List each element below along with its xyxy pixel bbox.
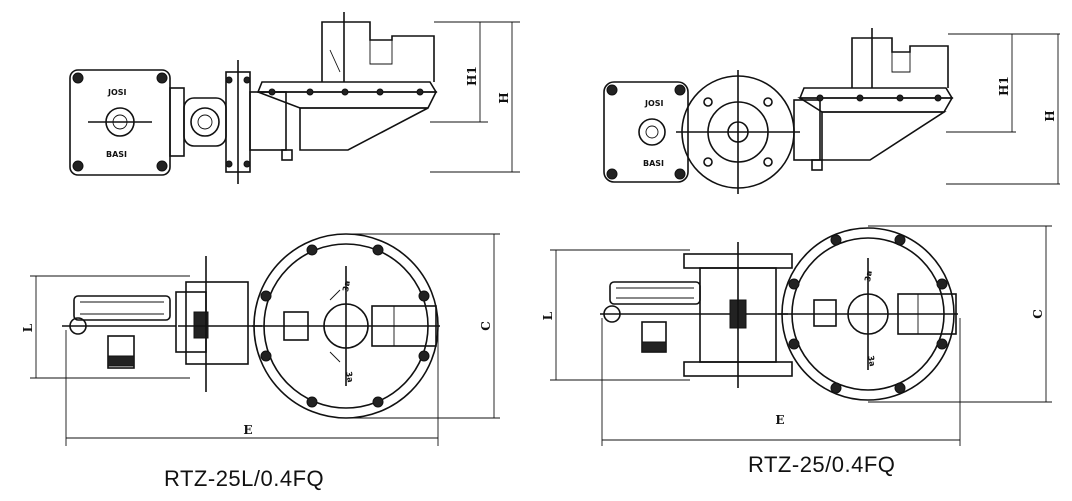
connector (169, 87, 185, 157)
disc-bolt (372, 396, 384, 408)
dial-center (645, 125, 659, 139)
disc-bolt (830, 234, 842, 246)
bolt-hole (703, 97, 713, 107)
inlet-port-inner (197, 114, 213, 130)
caption-left: RTZ-25L/0.4FQ (164, 466, 325, 491)
bolt (72, 160, 84, 172)
disc-bolt (936, 278, 948, 290)
upper-housing-inner (369, 40, 393, 65)
outlet-block (897, 293, 957, 335)
top-view-left: 3a 3a L C E (21, 233, 500, 446)
bolt (896, 94, 904, 102)
dim-label-e: E (775, 413, 784, 427)
dim-label-h1: H1 (465, 66, 479, 86)
disc-bolt (306, 244, 318, 256)
bolt (934, 94, 942, 102)
bolt (341, 88, 349, 96)
outlet-block (371, 305, 437, 347)
pilot-spring (616, 287, 694, 299)
upper-housing (321, 21, 435, 82)
valve-housing (185, 281, 249, 365)
regulator-body (793, 99, 821, 161)
dim-label-e: E (243, 423, 252, 437)
bolt (856, 94, 864, 102)
disc-bolt (418, 350, 430, 362)
disc-bolt (830, 382, 842, 394)
upper-housing (851, 37, 949, 88)
disc-bolt (894, 382, 906, 394)
flow-arrow (329, 351, 341, 363)
diaphragm-bottom (821, 111, 947, 161)
pilot-nut (107, 355, 135, 367)
caption-right: RTZ-25/0.4FQ (748, 452, 896, 477)
bolt (72, 72, 84, 84)
pilot-spring (80, 301, 164, 315)
disc-bolt (788, 338, 800, 350)
bolt-hole (763, 97, 773, 107)
drain-plug (281, 149, 293, 161)
dial-label-bottom: BASI (106, 150, 127, 159)
bolt (416, 88, 424, 96)
dial-knob (638, 118, 666, 146)
flow-arrow (329, 289, 341, 301)
drain-plug (811, 159, 823, 171)
inlet-block (813, 299, 837, 327)
arrow-label-top: 3a (341, 280, 352, 292)
side-view-left: JOSI BASI H1 H (69, 12, 520, 184)
disc-bolt (894, 234, 906, 246)
pilot-body (609, 281, 701, 305)
bolt (376, 88, 384, 96)
dial-label-top: JOSI (644, 99, 664, 108)
disc-bolt (260, 290, 272, 302)
disc-bolt (306, 396, 318, 408)
bolt (156, 72, 168, 84)
dim-label-c: C (479, 321, 493, 331)
arrow-label-bottom: 3a (344, 371, 355, 383)
bolt-hole (763, 157, 773, 167)
bolt (674, 168, 686, 180)
dim-label-l: L (541, 311, 555, 320)
arrow-label-bottom: 3a (866, 355, 877, 367)
pilot-port (107, 335, 135, 369)
disc-bolt (372, 244, 384, 256)
bolt (674, 84, 686, 96)
upper-housing-inner (891, 52, 911, 73)
bolt (243, 160, 251, 168)
disc-bolt (418, 290, 430, 302)
dim-label-h: H (497, 92, 511, 103)
bolt (225, 76, 233, 84)
dim-label-l: L (21, 323, 35, 332)
valve-core (193, 311, 209, 339)
dim-label-c: C (1031, 309, 1045, 319)
dial-label-bottom: BASI (643, 159, 664, 168)
top-view-right: 3a 3a L C E (541, 225, 1052, 446)
bolt (606, 84, 618, 96)
disc-bolt (788, 278, 800, 290)
disc-bolt (936, 338, 948, 350)
inlet-block (283, 311, 309, 341)
disc-bolt (260, 350, 272, 362)
pilot-body (73, 295, 171, 321)
bolt (606, 168, 618, 180)
bolt (243, 76, 251, 84)
bolt (306, 88, 314, 96)
pilot-nut (641, 341, 667, 353)
bolt (816, 94, 824, 102)
arrow-label-top: 3a (863, 270, 874, 282)
diaphragm-bottom (299, 107, 429, 151)
dim-label-h1: H1 (997, 76, 1011, 96)
spring-line (329, 49, 341, 73)
bolt (268, 88, 276, 96)
bolt-hole (703, 157, 713, 167)
dim-label-h: H (1043, 110, 1057, 121)
dial-label-top: JOSI (107, 88, 127, 97)
bolt (156, 160, 168, 172)
inlet-port (190, 107, 220, 137)
side-view-right: JOSI BASI H1 H (603, 28, 1060, 194)
bolt (225, 160, 233, 168)
